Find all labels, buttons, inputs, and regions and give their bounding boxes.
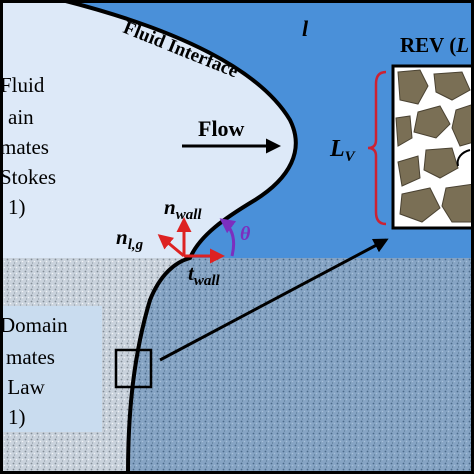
n-wall-label: nwall	[164, 195, 202, 223]
gas-region	[0, 0, 296, 258]
grain-1	[397, 69, 429, 105]
grain-3	[413, 105, 451, 139]
upper-domain-line: 1)	[8, 195, 26, 219]
n-lg-label: nl,g	[116, 225, 144, 253]
upper-domain-line: mates	[0, 135, 49, 159]
upper-domain-line: ain	[8, 105, 34, 129]
grain-6	[423, 147, 459, 179]
lower-domain-line: Domain	[0, 313, 68, 337]
upper-domain-label: Fluid ain mates Stokes 1)	[0, 73, 56, 219]
lower-domain-line: s Law	[0, 375, 46, 399]
contact-angle-arc	[219, 218, 237, 257]
phase-l-label: l	[302, 16, 309, 41]
rev-pointer-arrow	[159, 238, 389, 362]
lv-label: LV	[329, 136, 357, 165]
rev-label: REV (L	[400, 33, 469, 57]
n-lg-arrow	[157, 234, 185, 258]
lower-domain-label: Domain mates s Law 1)	[0, 313, 68, 429]
lower-domain-label-box	[0, 306, 102, 432]
upper-domain-line: Fluid	[0, 73, 45, 97]
grain-8	[399, 187, 441, 223]
grain-9	[441, 183, 474, 223]
upper-domain-line: Stokes	[0, 165, 56, 189]
t-wall-label: twall	[188, 261, 221, 289]
theta-label: θ	[240, 223, 251, 245]
saturated-porous-region	[128, 258, 474, 474]
grain-2	[433, 71, 471, 101]
flow-label: Flow	[198, 116, 245, 141]
rev-interface-curve	[456, 149, 471, 167]
grain-5	[395, 115, 413, 147]
grain-7	[397, 155, 421, 187]
lower-domain-line: 1)	[8, 405, 26, 429]
lower-domain-line: mates	[6, 345, 55, 369]
small-rev-box	[114, 348, 153, 389]
lv-bracket	[367, 70, 387, 226]
fluid-interface-curve	[61, 0, 298, 474]
rev-grains	[395, 69, 474, 223]
